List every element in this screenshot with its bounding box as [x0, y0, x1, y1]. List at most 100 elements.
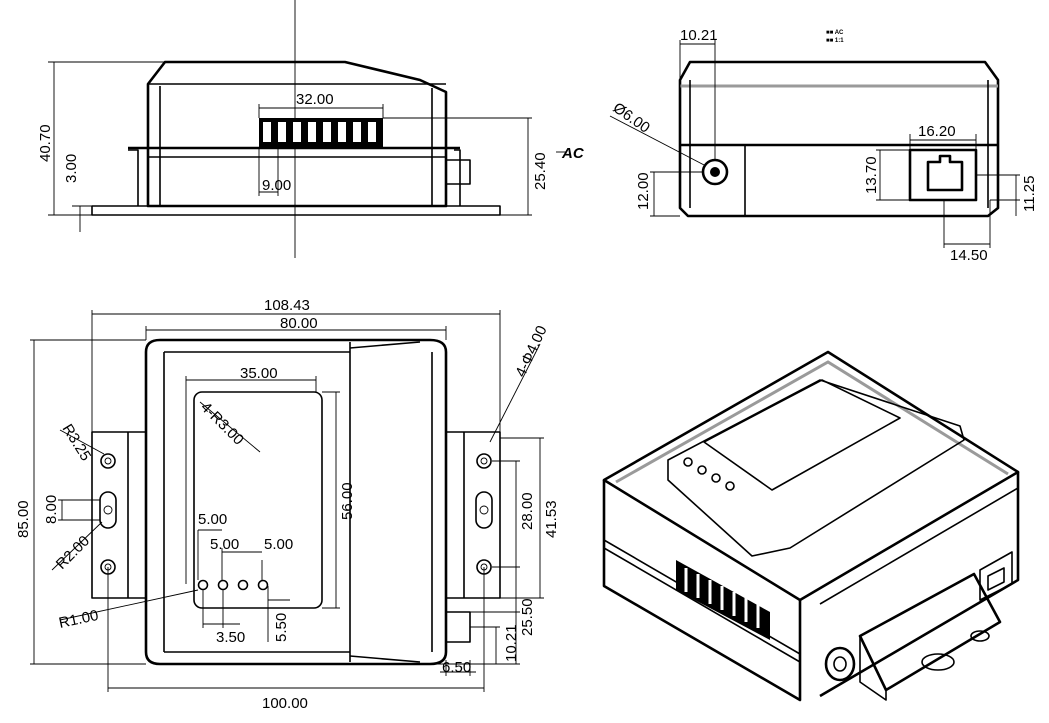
top-body: [144, 338, 448, 666]
dim-line-11-25: [976, 174, 1020, 216]
dim-line-85: [30, 339, 146, 665]
dim-32-label: 32.00: [296, 91, 334, 108]
stamp-line-2: ■■ 1:1: [826, 38, 844, 44]
iso-rj-jack-icon: [979, 551, 1013, 601]
r2-label: R2.00: [53, 533, 93, 573]
dc-jack-icon: [701, 158, 729, 186]
dim-12-label: 12.00: [635, 172, 652, 210]
dim-line-3-50: [202, 590, 240, 628]
top-window: [193, 391, 323, 609]
dim-5-50-label: 5.50: [273, 613, 290, 642]
top-body-edges: [164, 351, 350, 653]
led-5a-label: 5.00: [198, 511, 227, 528]
iso-led-icon: [683, 457, 735, 491]
dim-line-10-21: [679, 40, 716, 160]
dim-3-label: 3.00: [63, 154, 80, 183]
dim-10-21b-label: 10.21: [503, 624, 520, 662]
iso-raised-panel: [667, 379, 965, 557]
dim-line-25-50: [430, 567, 520, 665]
dim-line-32: [258, 104, 384, 118]
dim-line-56: [322, 391, 340, 609]
iso-dc-jack-icon: [824, 646, 856, 682]
dim-line-28: [492, 460, 520, 568]
dim-108-43-label: 108.43: [264, 297, 310, 314]
dim-41-53-label: 41.53: [543, 500, 560, 538]
terminal-block-icon: [259, 118, 383, 148]
top-slope-lines: [349, 341, 421, 663]
dim-line-led-h: [198, 529, 262, 553]
top-view: 108.43 80.00 35.00 4-R3.00 4-Φ4.00 R3.25…: [15, 297, 560, 712]
iso-top-face: [602, 350, 1020, 602]
mounting-slot-icon: [99, 491, 493, 529]
iso-left-face: [602, 480, 802, 702]
base-flange: [91, 205, 501, 216]
dim-line-80: [145, 326, 447, 340]
dim-line-5-50: [267, 586, 290, 642]
dim-line-14-50: [943, 200, 991, 248]
flange-inner: [127, 432, 465, 598]
hole-leader: [489, 343, 541, 443]
r1-label: R1.00: [57, 607, 100, 632]
iso-mount-flange: [858, 572, 1002, 701]
dim-80-label: 80.00: [280, 315, 318, 332]
dim-56-label: 56.00: [339, 482, 356, 520]
dim-14-50-label: 14.50: [950, 247, 988, 264]
dim-line-8: [58, 499, 100, 521]
dim-40-70-label: 40.70: [37, 124, 54, 162]
dim-35-label: 35.00: [240, 365, 278, 382]
dim-9-label: 9.00: [262, 177, 291, 194]
dim-line-12: [650, 171, 703, 217]
iso-right-edge: [819, 487, 1019, 605]
side-jack: [446, 159, 471, 185]
dim-10-21-label: 10.21: [680, 27, 718, 44]
dim-line-3: [72, 205, 92, 232]
dim-13-70-label: 13.70: [863, 156, 880, 194]
iso-right-face: [819, 472, 1020, 698]
dim-28-label: 28.00: [519, 492, 536, 530]
r2-leader: [51, 521, 103, 571]
dim-line-16-20: [909, 134, 977, 150]
r3-25-leader: [59, 429, 105, 455]
dim-line-6-50: [440, 660, 476, 676]
dim-line-35: [185, 376, 317, 584]
dia-6-label: Ø6.00: [610, 99, 653, 136]
iso-window: [703, 379, 901, 491]
ac-label: AC: [561, 145, 585, 162]
side-view: 32.00 9.00 40.70 3.00 25.40 AC: [37, 0, 585, 258]
dim-100-label: 100.00: [262, 695, 308, 712]
led-icon: [197, 579, 269, 591]
dim-line-9: [258, 148, 279, 196]
top-body-inner: [163, 342, 433, 662]
corner-4r3-label: 4-R3.00: [197, 399, 247, 449]
led-5c-label: 5.00: [264, 536, 293, 553]
led-5b-label: 5.00: [210, 536, 239, 553]
dim-line-25-40: [383, 117, 532, 216]
front-view: 10.21 Ø6.00 12.00 16.20 13.70 14.50 11.2…: [610, 27, 1038, 264]
dia-leader: [609, 115, 707, 167]
dim-85-label: 85.00: [15, 500, 32, 538]
dim-line-10-21b: [470, 626, 500, 664]
dim-line-led: [197, 530, 263, 580]
dim-line-13-70: [876, 149, 910, 201]
iso-terminal-block-icon: [676, 560, 770, 640]
dim-25-40-label: 25.40: [532, 152, 549, 190]
dim-6-50-label: 6.50: [442, 659, 471, 676]
iso-view: [602, 350, 1020, 702]
dim-line-100: [107, 567, 485, 692]
dim-line-40-70: [48, 61, 165, 216]
corner-leader: [199, 401, 261, 453]
rj-jack-icon: [908, 148, 978, 202]
dim-11-25-label: 11.25: [1021, 176, 1038, 212]
flange-ribs: [128, 149, 461, 206]
top-jack: [446, 611, 471, 643]
stamp-line-1: ■■ AC: [826, 30, 844, 36]
dim-25-50-label: 25.50: [519, 598, 536, 636]
dim-3-50-label: 3.50: [216, 629, 245, 646]
dim-8-label: 8.00: [43, 495, 60, 524]
dim-line-41-53: [500, 437, 544, 599]
dim-16-20-label: 16.20: [918, 123, 956, 140]
front-body: [678, 60, 1000, 218]
hole-4d4-label: 4-Φ4.00: [512, 323, 550, 380]
